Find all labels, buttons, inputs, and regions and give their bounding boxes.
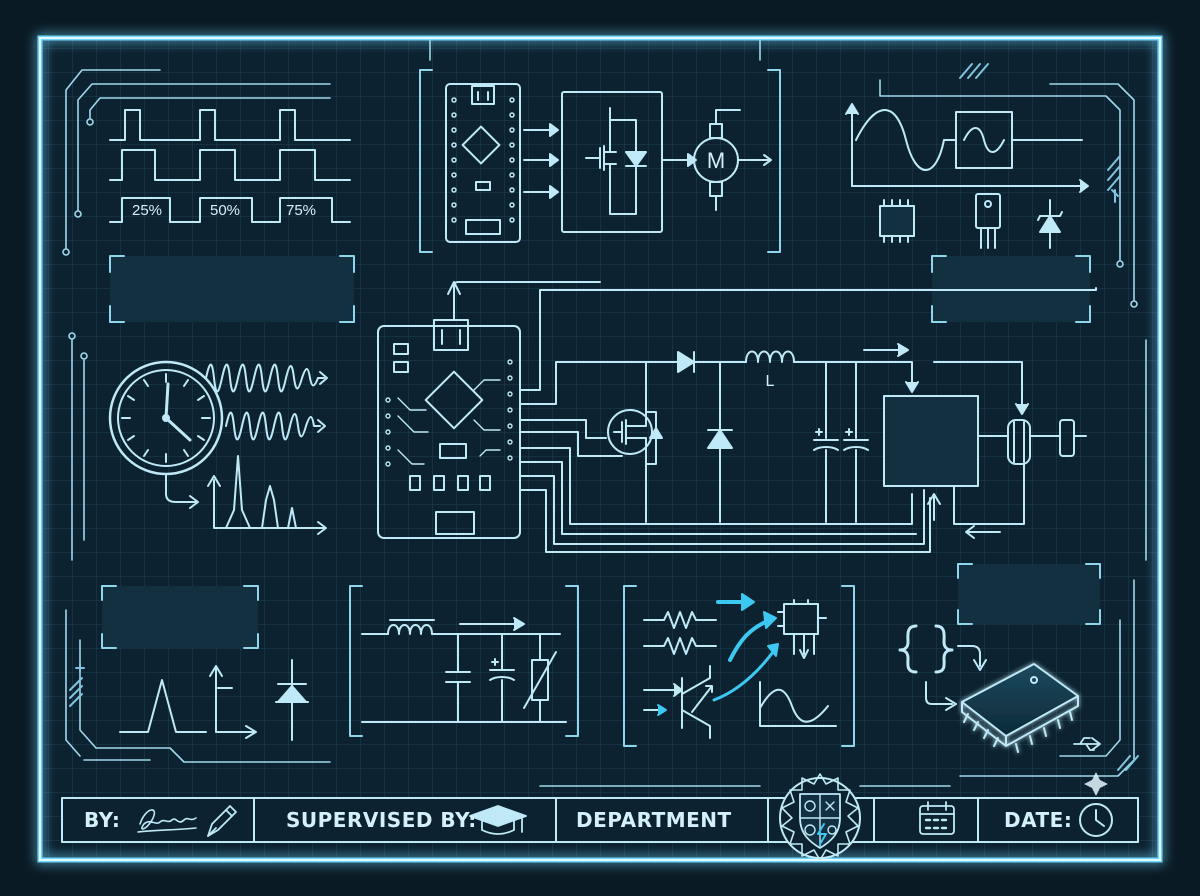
title-block [61,797,1139,843]
border-traces [62,39,1147,787]
corner-hatch-marks [69,63,1139,771]
duty-label-75: 75% [286,202,317,219]
signature-icon [137,809,197,833]
graduation-cap-icon [469,805,527,835]
inductor-label: L [766,373,775,390]
sine-filter-panel [845,103,1089,249]
motor-driver-panel [419,69,781,253]
fountain-pen-icon [207,805,237,837]
pwm-waveforms [109,109,351,223]
gear-shield-emblem-icon [779,773,861,861]
label-box-left-bottom [101,585,259,649]
pulse-panel [119,659,309,741]
supervised-by-label: SUPERVISED BY: [286,808,477,832]
duty-label-50: 50% [210,202,241,219]
sensor-ic-panel [623,585,855,747]
by-label: BY: [84,808,121,832]
calendar-icon [919,801,955,835]
department-label: DEPARTMENT [576,808,732,832]
code-to-chip-panel [898,624,1108,796]
boost-converter [607,343,1087,539]
duty-label-25: 25% [132,202,163,219]
lc-filter-panel [349,585,579,737]
label-box-left-top [109,255,355,323]
date-label: DATE: [1004,808,1073,832]
main-board [377,281,1097,553]
clock-icon [1079,803,1113,837]
motor-label: M [707,148,725,173]
clock-frequency-panel [108,360,328,535]
label-box-right-bottom [957,563,1101,625]
